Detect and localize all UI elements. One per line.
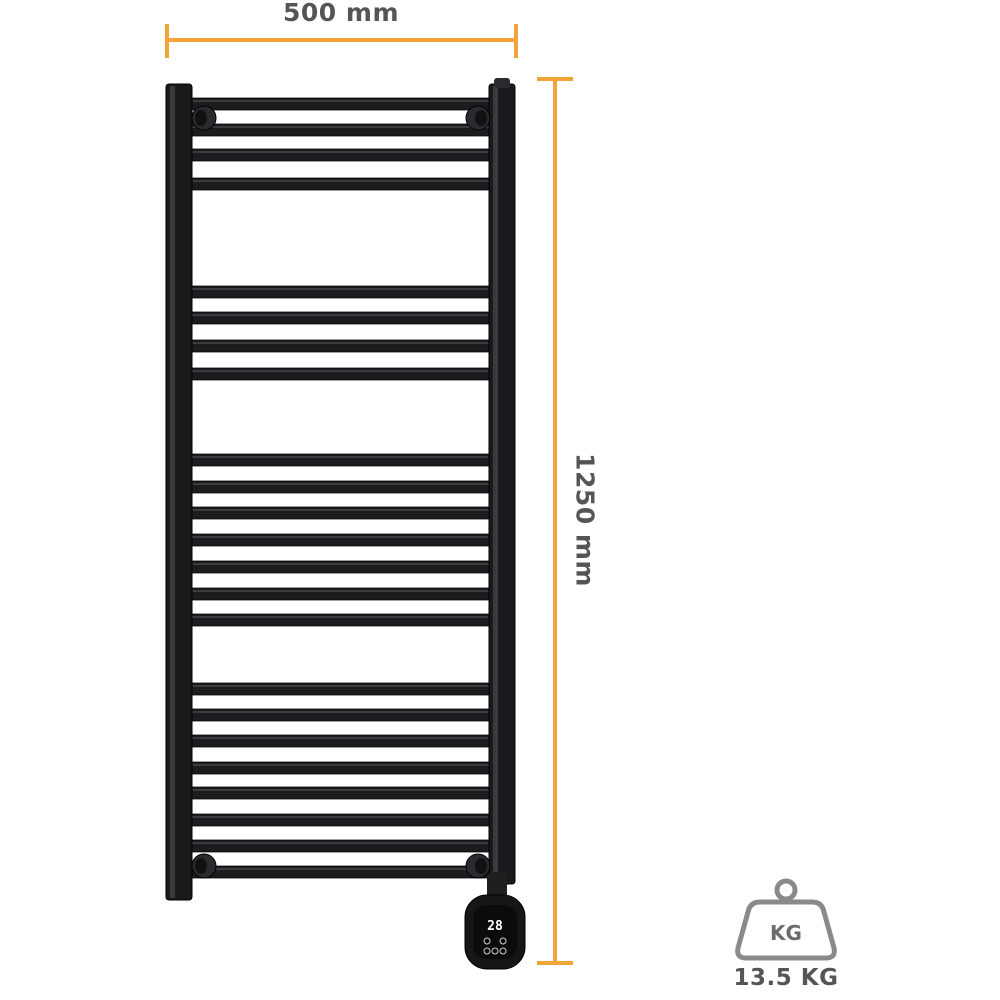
wall-bracket-bottom-left: [191, 853, 217, 879]
wall-bracket-top-right: [465, 105, 491, 131]
radiator-rail: [187, 786, 494, 800]
height-dimension-line: [537, 77, 573, 965]
radiator-rail-highlight: [190, 842, 490, 844]
radiator-rail: [187, 560, 494, 574]
towel-radiator: 28: [165, 78, 526, 970]
radiator-rail: [187, 285, 494, 299]
radiator-rail: [187, 480, 494, 494]
radiator-rail-highlight: [190, 685, 490, 687]
radiator-rail-highlight: [190, 616, 490, 618]
weight-kg-icon: KG: [735, 878, 837, 961]
radiator-rail-highlight: [190, 509, 490, 511]
radiator-rail-highlight: [190, 151, 490, 153]
radiator-rail: [187, 123, 494, 137]
radiator-rail-highlight: [190, 456, 490, 458]
thermostat-button-5: [499, 947, 507, 955]
width-dimension-line: [165, 24, 518, 58]
thermostat-button-4: [491, 947, 499, 955]
radiator-rail-highlight: [190, 711, 490, 713]
wall-bracket-top-left: [191, 105, 217, 131]
thermostat-display: 28: [487, 919, 503, 934]
radiator-rail-highlight: [190, 816, 490, 818]
radiator-rail-highlight: [190, 590, 490, 592]
radiator-rail-highlight: [190, 868, 490, 870]
radiator-rail: [187, 708, 494, 722]
radiator-rail-highlight: [190, 180, 490, 182]
radiator-rail: [187, 865, 494, 879]
radiator-rail: [187, 97, 494, 111]
radiator-rail: [187, 177, 494, 191]
radiator-rail: [187, 148, 494, 162]
thermostat-button-1: [483, 937, 491, 945]
radiator-rail-highlight: [190, 342, 490, 344]
radiator-rail: [187, 813, 494, 827]
radiator-rail-highlight: [190, 563, 490, 565]
radiator-rail: [187, 734, 494, 748]
radiator-rail-highlight: [190, 536, 490, 538]
radiator-rails: [187, 97, 494, 879]
weight-icon-text: KG: [770, 921, 802, 945]
radiator-rail: [187, 613, 494, 627]
radiator-rail-highlight: [190, 737, 490, 739]
radiator-rail: [187, 587, 494, 601]
radiator-rail-highlight: [190, 483, 490, 485]
valve-cap: [494, 78, 510, 88]
radiator-rail: [187, 533, 494, 547]
thermostat-button-3: [483, 947, 491, 955]
thermostat-button-2: [499, 937, 507, 945]
radiator-rail: [187, 506, 494, 520]
radiator-rail: [187, 453, 494, 467]
width-dimension-label: 500 mm: [283, 0, 399, 27]
wall-bracket-bottom-right: [465, 853, 491, 879]
weight-value-label: 13.5 KG: [733, 965, 839, 991]
radiator-rail: [187, 311, 494, 325]
left-upright: [165, 83, 193, 901]
radiator-rail-highlight: [190, 370, 490, 372]
radiator-rail-highlight: [190, 764, 490, 766]
radiator-rail: [187, 367, 494, 381]
right-upright: [488, 83, 516, 885]
radiator-rail-highlight: [190, 126, 490, 128]
thermostat-controller: 28: [464, 894, 526, 970]
radiator-rail-highlight: [190, 314, 490, 316]
radiator-rail-highlight: [190, 789, 490, 791]
radiator-rail: [187, 682, 494, 696]
radiator-rail-highlight: [190, 288, 490, 290]
radiator-rail-highlight: [190, 100, 490, 102]
radiator-rail: [187, 339, 494, 353]
radiator-rail: [187, 839, 494, 853]
radiator-rail: [187, 761, 494, 775]
